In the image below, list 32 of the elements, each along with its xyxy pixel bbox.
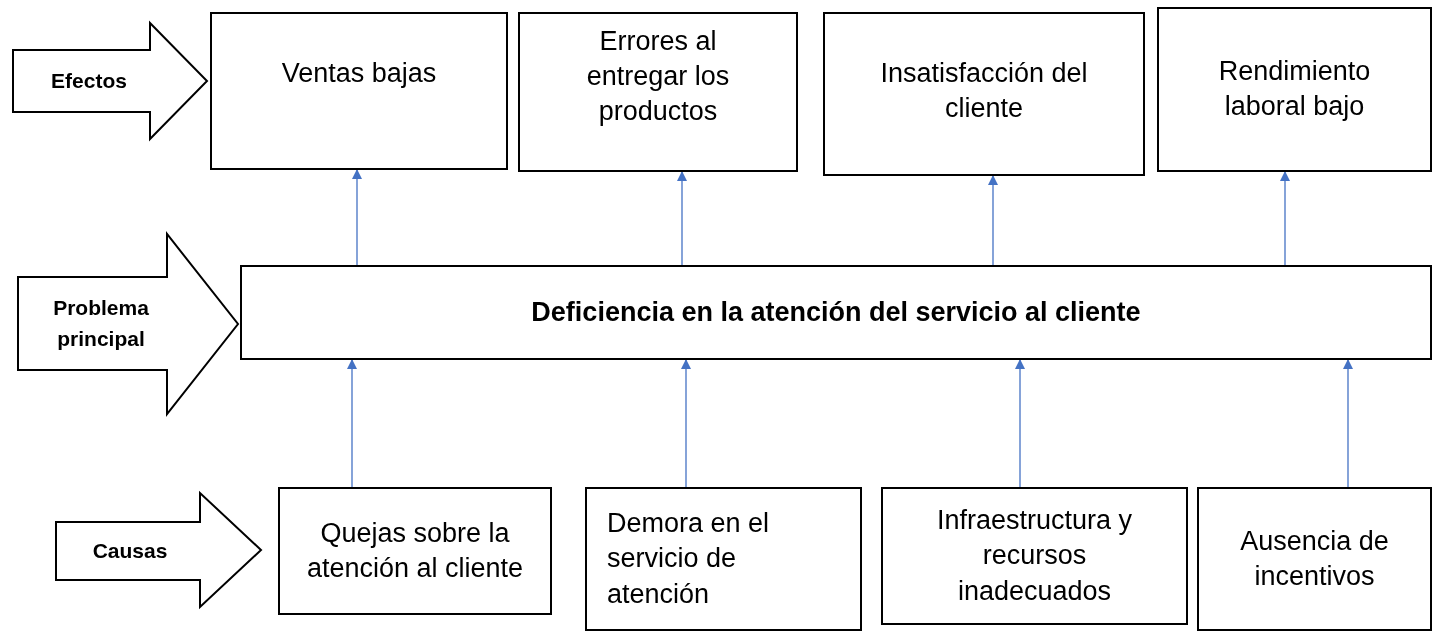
text-box [210,12,508,170]
text-box [1197,487,1432,631]
box-text: Demora en el servicio de atención [607,507,771,611]
problem-text: Deficiencia en la atención del servicio al cliente [531,295,1141,329]
problem-box [240,265,1432,360]
arrow [1015,359,1025,488]
section-label: Causas [91,537,169,564]
section-label: Efectos [50,67,128,94]
arrow [1280,171,1290,266]
text-box [585,487,862,631]
box-text: Rendimiento laboral bajo [1217,55,1372,124]
arrow [677,171,687,266]
arrow [352,169,362,266]
box-text: Ausencia de incentivos [1239,524,1390,593]
arrow [347,359,357,488]
text-box [823,12,1145,176]
box-text: Quejas sobre la atención al cliente [305,516,525,585]
text-box [881,487,1188,625]
box-text: Insatisfacción del cliente [879,57,1089,126]
section-label: Problema principal [52,295,150,352]
box-text: Infraestructura y recursos inadecuados [935,504,1134,608]
text-box [518,12,798,172]
box-text: Errores al entregar los productos [585,25,731,129]
block-arrow [55,492,262,608]
arrow [988,175,998,266]
text-box [278,487,552,615]
text-box [1157,7,1432,172]
block-arrow [12,22,208,140]
arrow [681,359,691,488]
box-text: Ventas bajas [281,57,437,90]
arrow [1343,359,1353,488]
block-arrow [17,233,239,415]
